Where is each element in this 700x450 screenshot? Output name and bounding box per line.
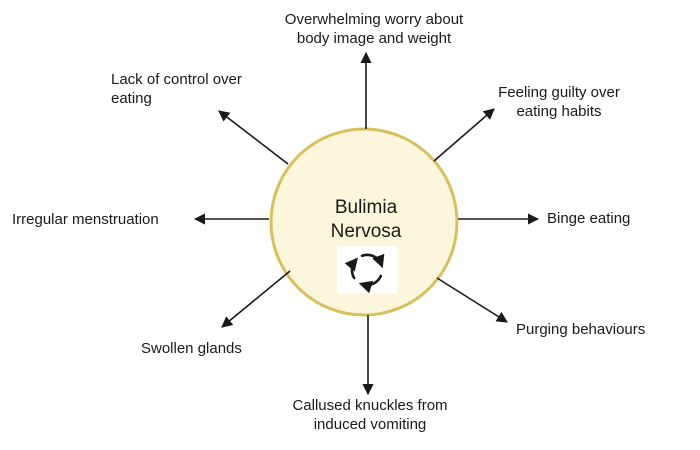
label-top-left: Lack of control over eating [111, 70, 242, 108]
label-top-line2: body image and weight [296, 30, 452, 47]
arrow-top-right [433, 108, 495, 162]
label-left: Irregular menstruation [12, 210, 159, 229]
center-title-line1: Bulimia [334, 197, 398, 218]
arrow-bottom-right [436, 277, 508, 323]
label-right: Binge eating [547, 209, 630, 228]
label-top-right: Feeling guilty over eating habits [484, 83, 634, 121]
label-bottom-left-line1: Swollen glands [141, 340, 242, 357]
label-top-right-line1: Feeling guilty over [498, 84, 620, 101]
center-circle [269, 127, 459, 317]
center-title: Bulimia Nervosa [283, 196, 449, 244]
arrow-bottom-left [221, 270, 291, 328]
arrow-top-left [218, 110, 289, 165]
label-top: Overwhelming worry about body image and … [266, 10, 482, 48]
label-bottom-line2: induced vomiting [313, 416, 427, 433]
label-top-right-line2: eating habits [516, 103, 602, 120]
cycle-arrows-icon [344, 253, 385, 294]
label-top-left-line1: Lack of control over [111, 71, 242, 88]
label-right-line1: Binge eating [547, 210, 631, 227]
center-title-line2: Nervosa [330, 221, 402, 242]
label-bottom-line1: Callused knuckles from [292, 397, 448, 414]
label-left-line1: Irregular menstruation [12, 211, 159, 228]
label-top-line1: Overwhelming worry about [284, 11, 464, 28]
label-bottom-left: Swollen glands [141, 339, 242, 358]
label-bottom-right-line1: Purging behaviours [516, 321, 646, 338]
label-bottom-right: Purging behaviours [516, 320, 645, 339]
label-bottom: Callused knuckles from induced vomiting [271, 396, 469, 434]
label-top-left-line2: eating [111, 90, 152, 107]
